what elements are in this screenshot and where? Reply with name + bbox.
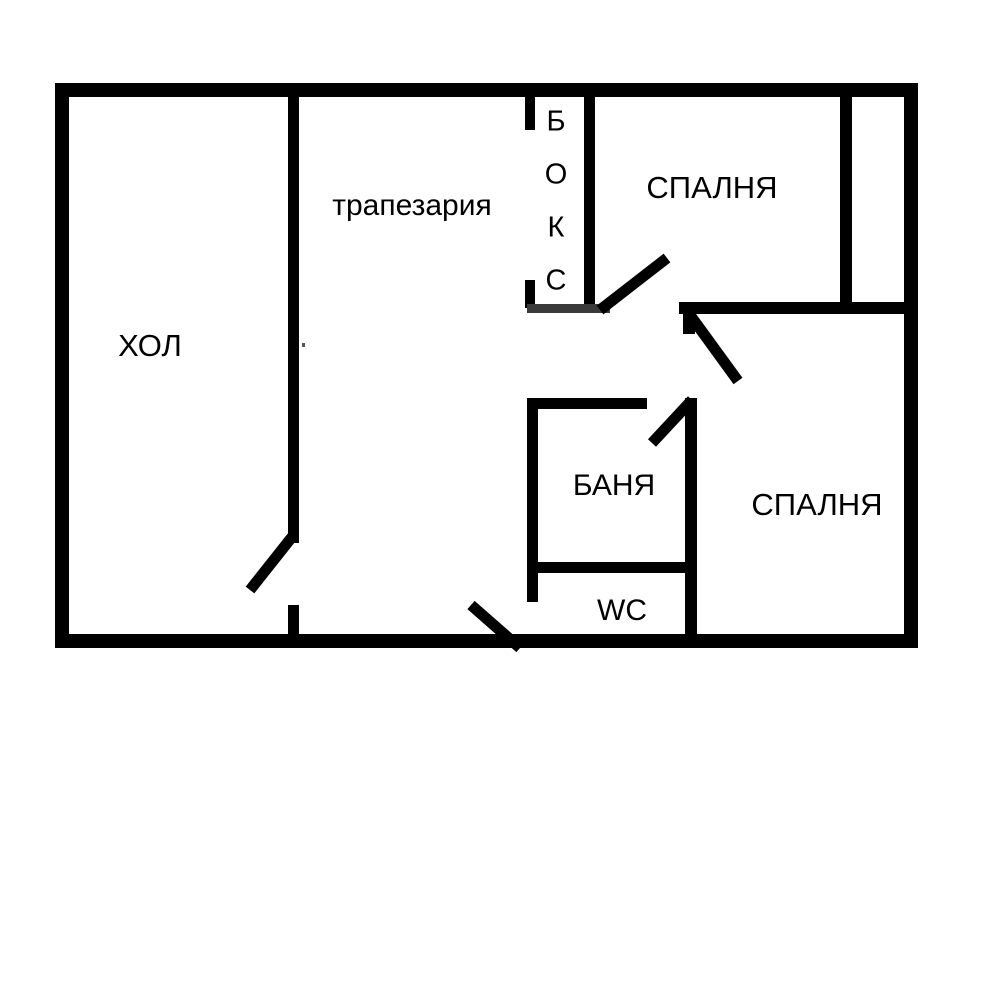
wall-spalnya1-bottom-right-ext bbox=[839, 302, 907, 314]
door-leaves bbox=[245, 253, 743, 653]
room-label-spalnya-2: СПАЛНЯ bbox=[751, 487, 882, 522]
boks-letter-o: О bbox=[545, 159, 568, 191]
outer-walls bbox=[55, 83, 918, 648]
room-label-wc: WC bbox=[597, 594, 647, 627]
boks-letter-b: Б bbox=[546, 106, 565, 138]
wall-exterior-top bbox=[55, 83, 918, 97]
stray-mark bbox=[302, 343, 305, 347]
wall-boks-left-bottom-stub bbox=[525, 280, 535, 308]
room-label-banya: БАНЯ bbox=[573, 469, 655, 502]
boks-letter-k: К bbox=[548, 212, 565, 244]
door-leaf-spalnya1 bbox=[596, 253, 671, 315]
room-label-spalnya-1: СПАЛНЯ bbox=[646, 170, 777, 205]
wall-banya-left bbox=[527, 398, 538, 573]
wall-exterior-bottom bbox=[55, 634, 918, 648]
wall-balcony-divider bbox=[840, 83, 852, 314]
threshold-boks-bottom bbox=[527, 304, 610, 313]
door-leaf-spalnya2 bbox=[685, 311, 743, 385]
room-label-trapezariya: трапезария bbox=[332, 189, 492, 222]
boks-letter-s: С bbox=[546, 265, 567, 297]
wall-wc-left-stub bbox=[527, 562, 538, 602]
wall-exterior-left bbox=[55, 83, 69, 648]
interior-walls bbox=[288, 83, 907, 648]
room-label-hol: ХОЛ bbox=[118, 328, 182, 363]
wall-boks-left-top-stub bbox=[525, 90, 535, 130]
door-leaf-hol bbox=[245, 533, 297, 594]
door-leaf-entrance bbox=[467, 600, 524, 653]
wall-banya-top bbox=[527, 398, 647, 409]
wall-banya-wc-divider bbox=[527, 562, 697, 573]
wall-hol-trapezariya-upper bbox=[288, 83, 299, 543]
wall-exterior-right bbox=[904, 83, 918, 648]
wall-spalnya1-bottom bbox=[679, 302, 839, 314]
room-label-boks: Б О К С bbox=[545, 106, 568, 297]
wall-hol-trapezariya-lower bbox=[288, 605, 299, 648]
door-leaf-banya bbox=[647, 396, 697, 447]
room-labels: ХОЛ трапезария Б О К С СПАЛНЯ СПАЛНЯ БАН… bbox=[118, 106, 882, 627]
wall-boks-right bbox=[584, 83, 595, 309]
wall-spalnya2-left bbox=[685, 398, 697, 636]
